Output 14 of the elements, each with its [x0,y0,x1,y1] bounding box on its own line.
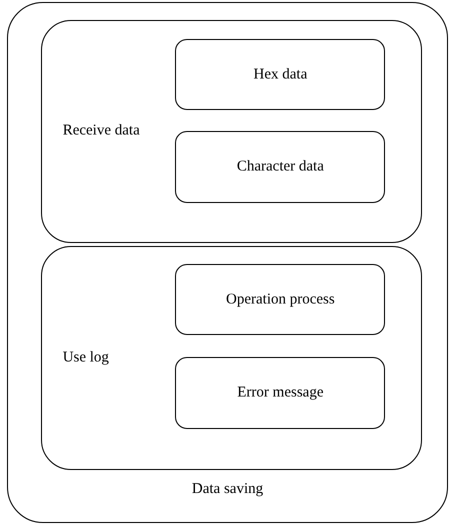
process-box [175,264,386,336]
box-label: Character data [236,158,324,176]
process-box [175,39,386,110]
box-label: Error message [237,384,324,402]
group-box [40,20,422,243]
container-box [7,2,448,523]
box-label: Use log [62,349,109,366]
box-label: Data saving [192,481,264,498]
process-box [175,131,386,204]
box-label: Operation process [226,291,335,308]
box-label: Receive data [62,122,140,140]
box-label: Hex data [254,66,308,84]
group-box [40,246,422,470]
process-box [175,357,386,430]
